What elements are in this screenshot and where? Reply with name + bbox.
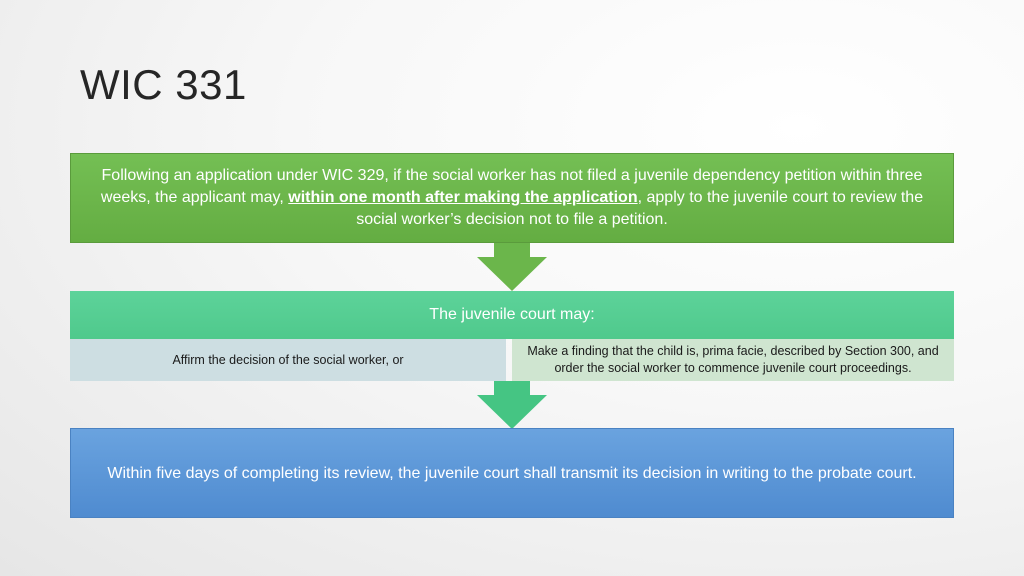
arrow-shape-green (477, 243, 547, 291)
down-arrow-icon (477, 243, 547, 291)
option-affirm-text: Affirm the decision of the social worker… (172, 352, 404, 367)
application-text-start: Following an application under WIC 329, … (100, 167, 923, 206)
option-affirm-box: Affirm the decision of the social worker… (70, 339, 506, 381)
down-arrow-icon (477, 381, 547, 429)
option-finding-text: Make a finding that the child is, prima … (527, 344, 939, 375)
slide-title: WIC 331 (80, 61, 247, 108)
court-options-heading: The juvenile court may: (429, 306, 595, 323)
arrow-shape-teal (477, 381, 547, 429)
court-options-heading-box: The juvenile court may: (70, 291, 954, 339)
application-step-box: Following an application under WIC 329, … (70, 153, 954, 243)
deadline-emphasis: within one month after making the applic… (288, 189, 638, 206)
option-finding-box: Make a finding that the child is, prima … (512, 339, 954, 381)
application-step-text: Following an application under WIC 329, … (83, 165, 941, 231)
transmit-decision-box: Within five days of completing its revie… (70, 428, 954, 518)
transmit-decision-text: Within five days of completing its revie… (107, 464, 917, 482)
application-text-end: , apply to the juvenile court to review … (356, 189, 924, 228)
